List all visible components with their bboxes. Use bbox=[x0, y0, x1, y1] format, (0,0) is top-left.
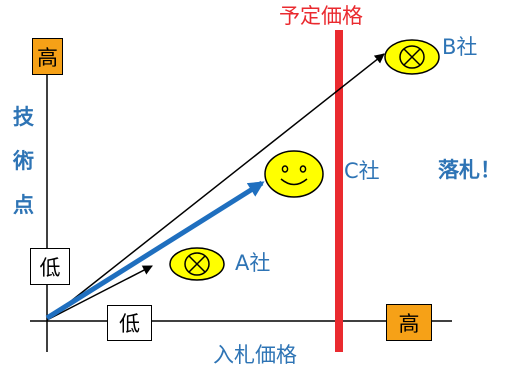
company-a-marker-icon bbox=[169, 247, 225, 281]
tech-score-label-2: 術 bbox=[13, 149, 34, 173]
winning-bid-label: 落札！ bbox=[438, 158, 501, 182]
arrow-to-company-c bbox=[45, 180, 265, 321]
arrow-to-company-b bbox=[46, 53, 385, 321]
company-c-label: C社 bbox=[344, 159, 380, 183]
company-b-label: B社 bbox=[442, 35, 478, 59]
x-axis-high-box: 高 bbox=[386, 304, 432, 341]
company-b-marker-icon bbox=[384, 39, 440, 75]
y-axis-high-box: 高 bbox=[32, 38, 63, 75]
tech-score-label-1: 技 bbox=[13, 105, 34, 129]
planned-price-label: 予定価格 bbox=[279, 4, 363, 28]
company-c-smiley-icon bbox=[264, 150, 324, 198]
x-axis-low-box: 低 bbox=[107, 305, 152, 341]
company-a-label: A社 bbox=[235, 251, 271, 275]
bid-price-label: 入札価格 bbox=[213, 343, 297, 367]
tech-score-label-3: 点 bbox=[13, 193, 34, 217]
y-axis-low-box: 低 bbox=[30, 248, 70, 285]
arrow-to-company-a bbox=[46, 265, 153, 321]
